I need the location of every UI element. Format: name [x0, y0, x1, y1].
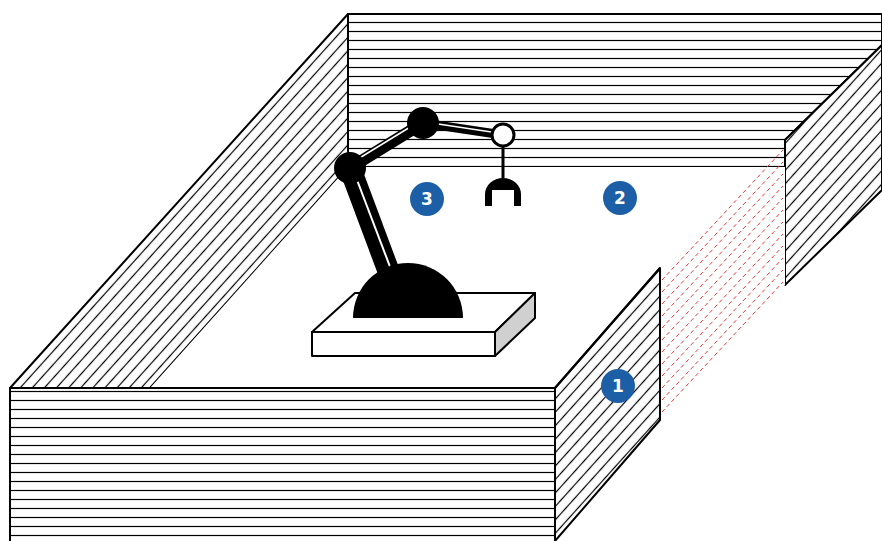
gate-fence-panel: [555, 268, 660, 541]
gripper: [485, 178, 521, 206]
right-fence: [785, 45, 882, 285]
robot-arm: [334, 107, 521, 318]
callout-number: 1: [601, 369, 635, 403]
callout-number: 2: [603, 181, 637, 215]
light-curtain: [662, 150, 783, 412]
cell-floor: [150, 167, 785, 420]
front-fence: [10, 388, 555, 541]
callout-number: 3: [410, 182, 444, 216]
